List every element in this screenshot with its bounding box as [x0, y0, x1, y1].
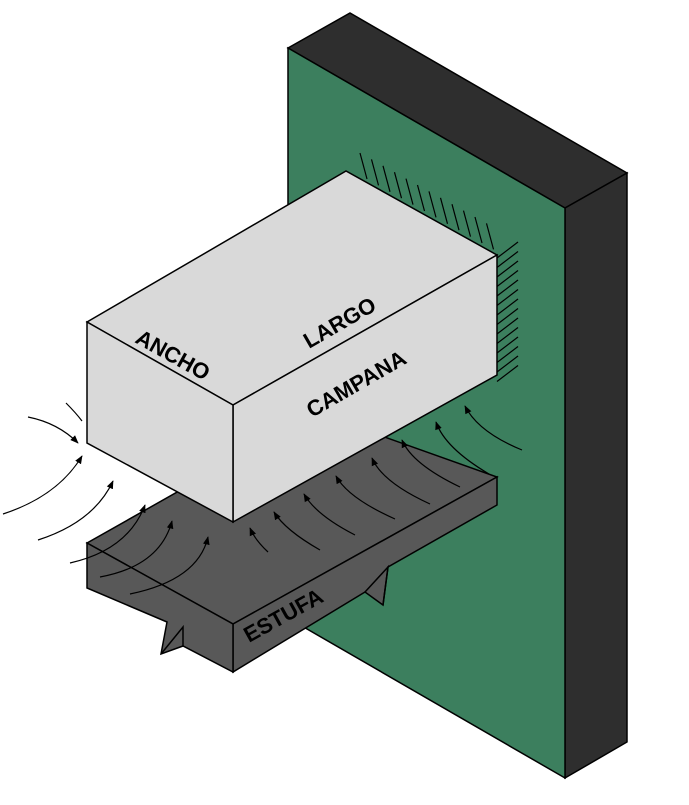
- airflow-arrow: [99, 520, 174, 578]
- hatch-mark: [496, 279, 519, 297]
- hatch-mark: [462, 210, 472, 237]
- hatch-mark: [416, 184, 426, 212]
- airflow-arrow: [401, 439, 461, 488]
- hatch-mark: [370, 159, 380, 186]
- hatch-mark: [474, 216, 483, 244]
- hatch-mark: [496, 336, 519, 354]
- hatch-mark: [496, 308, 519, 325]
- airflow-arrows: [2, 402, 523, 595]
- airflow-arrow: [435, 421, 490, 475]
- wall-side: [564, 171, 628, 780]
- airflow-arrow: [335, 475, 396, 520]
- hatch-mark: [496, 346, 519, 363]
- hatch-mark: [496, 289, 519, 306]
- hatch-mark: [496, 365, 519, 382]
- airflow-arrow: [65, 402, 83, 422]
- hatch-mark: [496, 355, 519, 373]
- stove-left-face: [86, 541, 234, 674]
- airflow-arrow: [2, 455, 83, 515]
- hatch-mark: [485, 223, 495, 250]
- hatch-mark: [496, 241, 519, 259]
- hood: ANCHO LARGO CAMPANA: [85, 170, 499, 524]
- hatch-mark: [439, 197, 449, 224]
- hatch-mark: [359, 152, 368, 180]
- stove-break-left: [160, 624, 184, 655]
- hatch-mark: [496, 317, 519, 335]
- airflow-arrow: [464, 405, 523, 451]
- hatch-mark: [496, 270, 519, 287]
- hatch-mark: [496, 298, 519, 316]
- hatch-mark: [393, 172, 403, 199]
- airflow-arrow: [37, 480, 114, 541]
- hatch-mark: [382, 165, 391, 192]
- airflow-arrow: [371, 457, 431, 505]
- stove-break-right: [364, 564, 390, 606]
- airflow-arrow: [27, 416, 79, 444]
- airflow-arrow: [249, 527, 269, 553]
- hatch-mark: [496, 251, 519, 268]
- hatch-mark: [428, 191, 437, 218]
- hatch-mark: [496, 327, 519, 344]
- airflow-arrow: [129, 536, 210, 595]
- hatch-mark: [451, 204, 460, 231]
- hood-left-face: [86, 320, 234, 524]
- airflow-arrow: [303, 493, 356, 536]
- hatch-mark: [496, 260, 519, 278]
- hatch-mark: [405, 178, 414, 205]
- airflow-arrow: [69, 504, 146, 564]
- wall-hatch-marks: [359, 152, 519, 382]
- airflow-arrow: [273, 511, 321, 551]
- stove: ESTUFA: [85, 412, 499, 674]
